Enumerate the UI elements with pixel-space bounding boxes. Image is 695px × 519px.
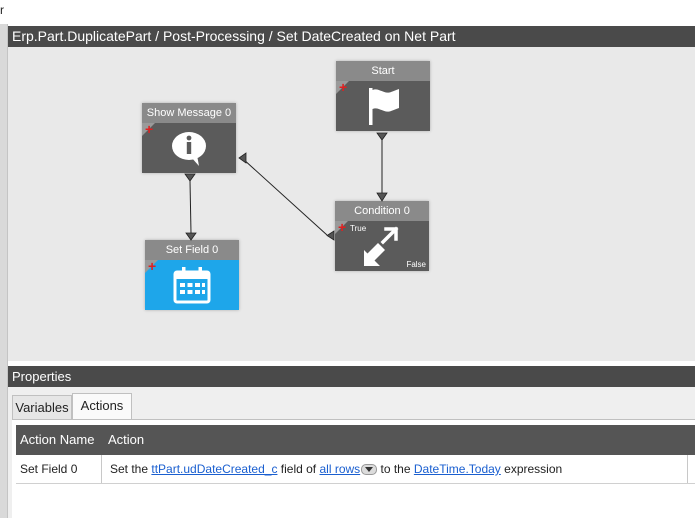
tab-actions[interactable]: Actions [72,393,132,419]
column-header-action[interactable]: Action [108,432,145,447]
rows-link[interactable]: all rows [319,462,361,476]
node-corner [336,81,349,94]
add-icon[interactable]: + [145,121,154,137]
grid-header: Action Name Action [16,425,695,455]
true-branch-label: True [350,224,367,233]
false-branch-label: False [406,260,426,269]
action-text: field of [277,462,320,476]
condition-arrows-icon [364,226,399,266]
node-body: + True False [335,219,429,271]
start-node[interactable]: Start + [336,61,430,131]
node-corner [145,260,158,273]
node-body: + [336,79,430,131]
cropped-title-text: r [0,3,4,17]
node-title: Set Field 0 [145,240,239,260]
info-bubble-icon [172,132,206,166]
add-icon[interactable]: + [339,79,348,95]
top-strip: r [0,0,695,24]
set-field-node[interactable]: Set Field 0 + [145,240,239,310]
action-name-cell[interactable]: Set Field 0 [16,455,102,483]
action-cell[interactable]: Set the ttPart.udDateCreated_c field of … [106,455,688,483]
flag-icon [369,88,399,125]
show-message-node[interactable]: Show Message 0 + [142,103,236,173]
expression-link[interactable]: DateTime.Today [413,462,501,476]
actions-grid: Action Name Action Set Field 0 Set the t… [12,419,695,519]
node-body: + [145,258,239,310]
add-icon[interactable]: + [148,258,157,274]
calendar-icon [173,267,211,304]
workflow-breadcrumb: Erp.Part.DuplicatePart / Post-Processing… [8,26,695,47]
node-title: Condition 0 [335,201,429,221]
action-text: Set the [110,462,152,476]
left-gutter [0,24,8,518]
action-text: to the [377,462,414,476]
node-title: Start [336,61,430,81]
workflow-canvas[interactable]: Show Message 0 + Start + Condition 0 [8,47,695,361]
field-link[interactable]: ttPart.udDateCreated_c [151,462,278,476]
add-icon[interactable]: + [338,219,347,235]
properties-header: Properties [8,366,695,387]
node-title: Show Message 0 [142,103,236,123]
dropdown-chevron-icon[interactable] [361,464,378,476]
tab-variables[interactable]: Variables [12,395,72,419]
node-body: + [142,121,236,173]
condition-node[interactable]: Condition 0 + True False [335,201,429,271]
column-header-action-name[interactable]: Action Name [20,432,95,447]
properties-panel: Variables Actions Action Name Action Set… [8,387,695,519]
action-text: expression [500,462,563,476]
table-row[interactable]: Set Field 0 Set the ttPart.udDateCreated… [16,455,695,484]
node-corner [142,123,155,136]
node-corner [335,221,348,234]
